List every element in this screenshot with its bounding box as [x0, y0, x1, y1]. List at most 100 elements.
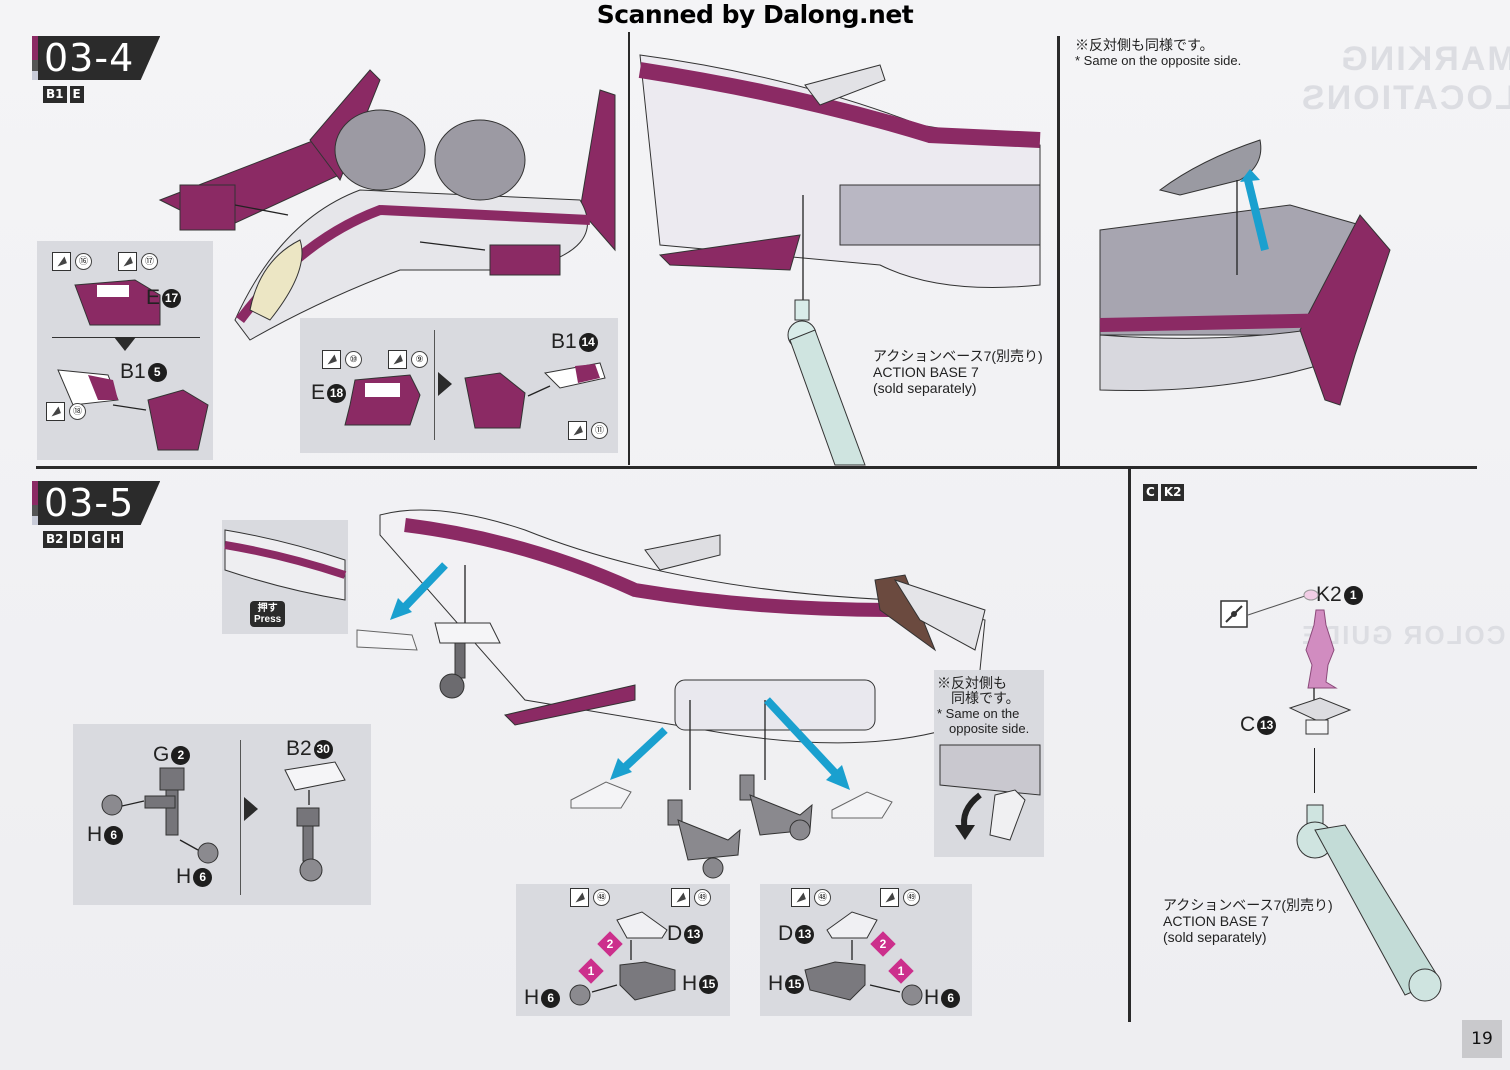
- sticker-area: [97, 285, 129, 297]
- runner-tag: C: [1143, 484, 1158, 501]
- assembly-arrow: [869, 984, 901, 993]
- action-base-stand-illustration: [787, 299, 866, 466]
- gear-wheel: [439, 673, 465, 699]
- note-jp: ※反対側も同様です。: [1075, 37, 1214, 53]
- runner-letter: K2: [1316, 583, 1342, 606]
- part-number: 13: [795, 924, 815, 944]
- divider-vertical-3: [1128, 469, 1131, 1022]
- gear-strut: [454, 642, 466, 679]
- runner-letter: B1: [551, 330, 577, 353]
- sticker-number: ㊽: [593, 889, 610, 906]
- part-number: 17: [162, 288, 182, 308]
- assembly-arrow: [234, 204, 289, 216]
- stand-lower-joint: [1408, 968, 1442, 1002]
- sticker-icon: [52, 252, 71, 271]
- rotate-arrow: [961, 792, 982, 831]
- runner-tag: B1: [43, 86, 67, 103]
- stand-peg: [794, 299, 810, 321]
- part-number: 6: [541, 988, 561, 1008]
- part-illustration-e17: [74, 279, 161, 326]
- note-en: ACTION BASE 7: [1163, 913, 1269, 929]
- runner-letter: B2: [286, 737, 312, 760]
- intake-assembled: [464, 372, 526, 429]
- assembly-arrow: [121, 800, 145, 807]
- figure-stand-adapter-illustration: [1288, 688, 1352, 735]
- sticker-number: ㊾: [694, 889, 711, 906]
- runner-tag: G: [88, 531, 105, 548]
- sticker-number: ⑱: [69, 403, 86, 420]
- main-gear-leg-part: [569, 940, 676, 1006]
- wing-cap-stripe: [575, 364, 600, 383]
- part-illustration-e18: [344, 374, 421, 426]
- door-fold-illustration: [939, 744, 1041, 841]
- sticker-icon: [118, 252, 137, 271]
- removal-arrow: [1244, 179, 1269, 251]
- removal-arrow-nose: [390, 562, 448, 620]
- sticker-area: [365, 383, 400, 397]
- canopy: [249, 239, 303, 321]
- intake-part: [74, 279, 161, 326]
- inset-separator: [240, 740, 241, 895]
- intake-part-right: [489, 244, 561, 276]
- sticker-number: ⑰: [141, 253, 158, 270]
- sticker-icon: [46, 402, 65, 421]
- wing: [504, 684, 636, 726]
- part-number: 15: [699, 974, 719, 994]
- sticker-callout: ⑨: [388, 350, 428, 369]
- sticker-callout: ㊽: [570, 888, 610, 907]
- sticker-callout: ㊾: [671, 888, 711, 907]
- sticker-icon: [570, 888, 589, 907]
- part-number: 6: [193, 867, 213, 887]
- gear-door-cover: [570, 781, 632, 809]
- runner-letter: H: [176, 865, 192, 888]
- sticker-callout: ㊾: [880, 888, 920, 907]
- gear-door-part: [616, 911, 668, 939]
- assembly-arrow: [112, 404, 147, 411]
- nose-section: [224, 529, 346, 601]
- vertical-fin: [644, 534, 721, 571]
- sticker-callout: ㊽: [791, 888, 831, 907]
- down-triangle-icon: [114, 337, 136, 351]
- sticker-number: ⑪: [591, 422, 608, 439]
- weapon-bay: [839, 184, 1041, 246]
- gear-bay-cover: [284, 761, 346, 791]
- action-base-note: アクションベース7(別売り) ACTION BASE 7 (sold separ…: [873, 348, 1043, 396]
- gear-door-cover: [831, 791, 893, 819]
- adapter-plate: [1288, 697, 1352, 723]
- press-jp: 押す: [257, 603, 278, 614]
- nose-gear-assembled-illustration: [284, 761, 346, 882]
- gear-leg: [619, 961, 676, 1001]
- step-number: 03-4: [38, 36, 161, 80]
- sticker-icon: [568, 421, 587, 440]
- gear-door-cover: [356, 629, 418, 651]
- inset-separator: [434, 330, 435, 440]
- fuselage-stripe: [224, 541, 347, 579]
- runner-gate-line: [1247, 589, 1319, 616]
- note-en: opposite side.: [949, 721, 1030, 736]
- fuselage-stripe: [404, 518, 896, 617]
- runner-letter: H: [524, 986, 540, 1009]
- main-gear-leg-part: [804, 940, 923, 1006]
- note-en: * Same on the: [937, 706, 1020, 721]
- aircraft-underside-illustration: [638, 54, 1041, 300]
- gear-leg: [804, 961, 866, 1001]
- sticker-icon: [880, 888, 899, 907]
- part-illustration-b1-14: [464, 362, 606, 429]
- sticker-callout: ⑩: [322, 350, 362, 369]
- sticker-icon: [322, 350, 341, 369]
- rotate-arrowhead: [955, 825, 975, 840]
- sticker-callout: ⑪: [568, 421, 608, 440]
- sticker-callout: ⑱: [46, 402, 86, 421]
- nose-gear-door-illustration: [224, 529, 347, 601]
- press-label: 押す Press: [250, 601, 286, 627]
- runner-tag: K2: [1160, 484, 1185, 501]
- runner-tags-03-5: B2 D G H: [43, 531, 124, 548]
- tail-fin: [1299, 214, 1391, 406]
